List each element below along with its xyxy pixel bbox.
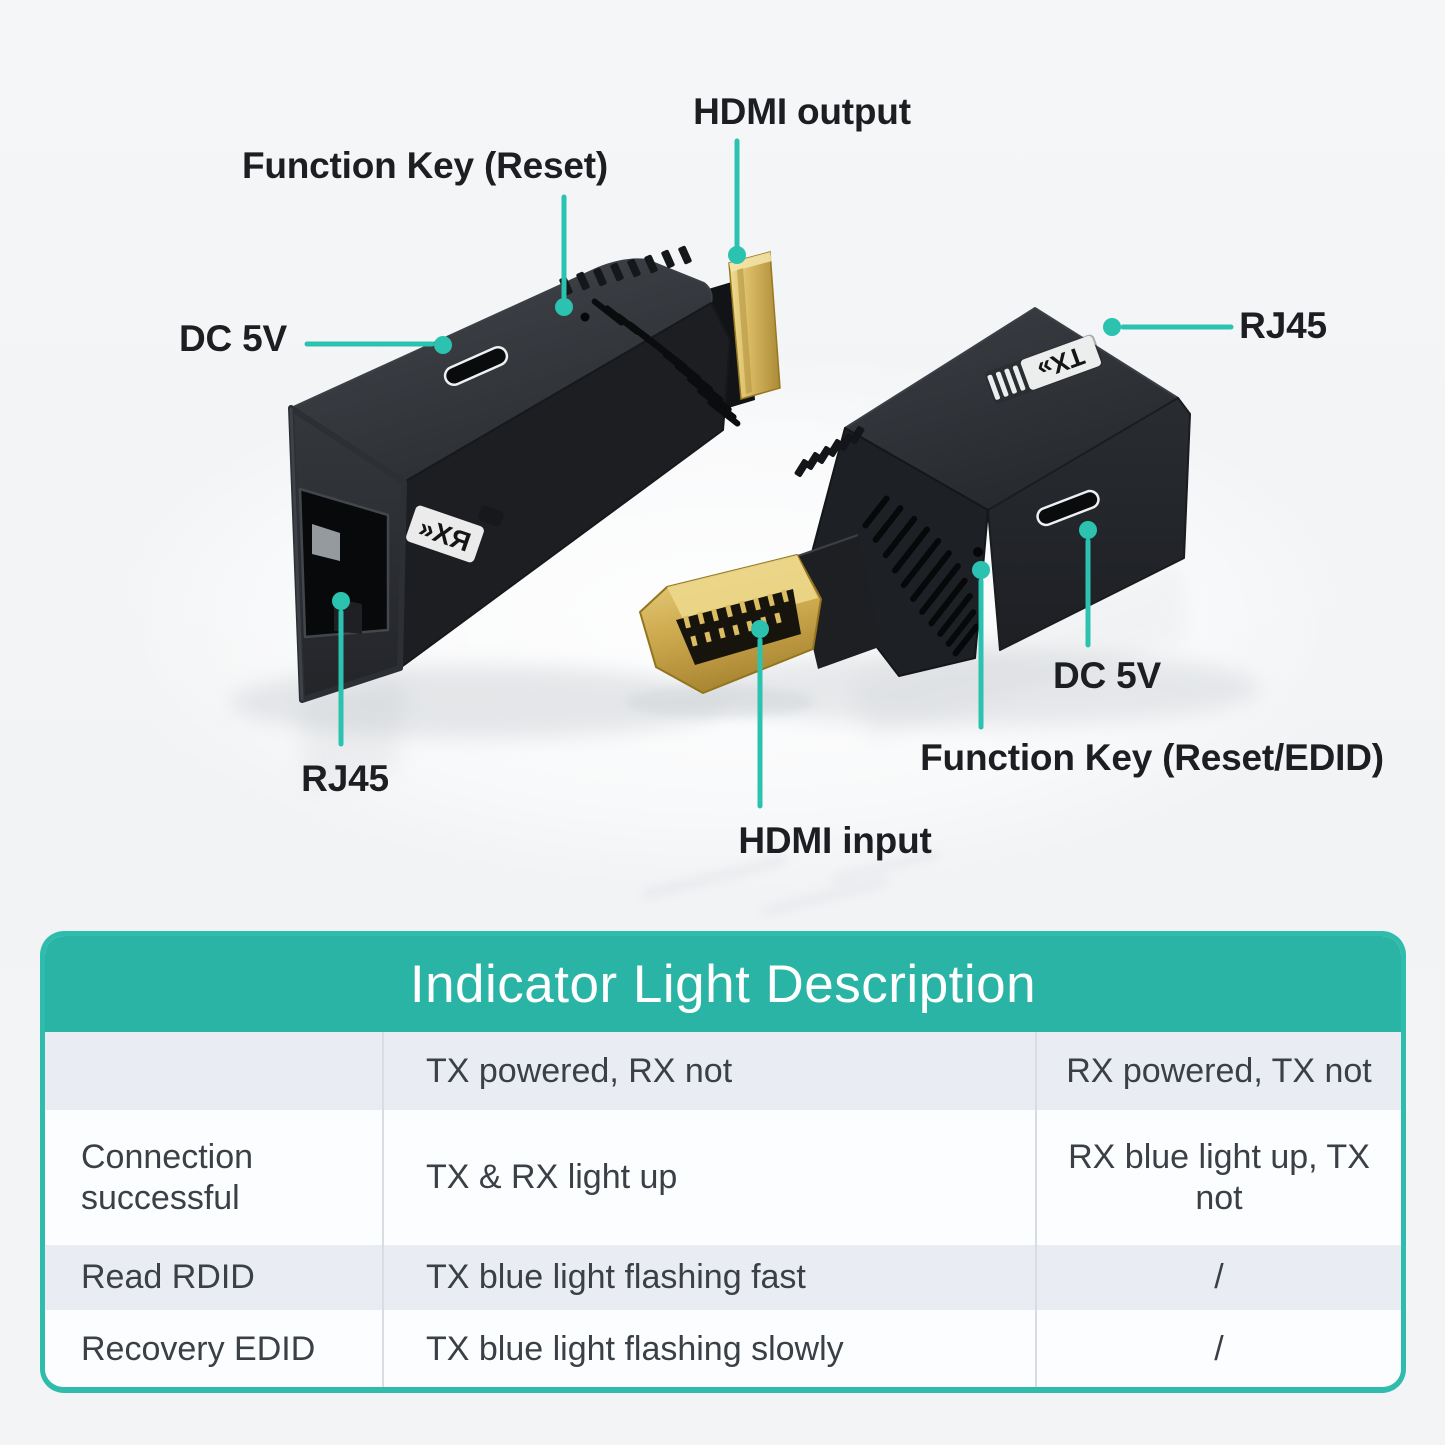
callout-label-hdmi-output: HDMI output [693, 91, 911, 132]
table-cell-row-label: Recovery EDID [81, 1329, 316, 1368]
product-photo: RX« [90, 138, 1370, 916]
table-header: Indicator Light Description [45, 936, 1401, 1032]
table-cell-tx: TX blue light flashing fast [382, 1245, 1035, 1310]
reset-hole-rx [580, 312, 590, 322]
table-title: Indicator Light Description [409, 954, 1037, 1014]
table-cell-tx: TX blue light flashing slowly [382, 1310, 1035, 1387]
callout-label-function-key-reset-edid: Function Key (Reset/EDID) [920, 737, 1384, 778]
usb-c-port-rx [443, 345, 509, 387]
callout-label-rj45-right: RJ45 [1239, 305, 1327, 346]
reset-hole-tx [973, 547, 983, 557]
rj45-port-rx [298, 487, 390, 639]
table-cell-rx: / [1035, 1245, 1401, 1310]
table-cell-rx: RX powered, TX not [1035, 1032, 1401, 1110]
table-cell-row-label [45, 1032, 382, 1110]
table-row: Connection successful TX & RX light up R… [45, 1110, 1401, 1245]
table-cell-tx: TX & RX light up [382, 1110, 1035, 1245]
table-row: Read RDID TX blue light flashing fast / [45, 1245, 1401, 1310]
callout-dot-dc5v-right [1079, 521, 1097, 539]
rx-body-top-face [290, 258, 713, 483]
tx-cooling-fins [862, 495, 980, 657]
usb-c-port-tx [1036, 489, 1100, 527]
callout-label-hdmi-input: HDMI input [738, 820, 932, 861]
tx-hdmi-input-connector [639, 554, 822, 694]
callout-dot-rj45-left [332, 592, 350, 610]
table-row: TX powered, RX not RX powered, TX not [45, 1032, 1401, 1110]
callout-dot-hdmi-output [728, 246, 746, 264]
callout-dot-hdmi-input [751, 620, 769, 638]
table-cell-row-label: Read RDID [81, 1258, 255, 1297]
callout-label-rj45-left: RJ45 [301, 758, 389, 799]
table-cell-rx: RX blue light up, TX not [1035, 1110, 1401, 1245]
callout-dot-rj45-right [1103, 318, 1121, 336]
callout-dot-dc5v-left [434, 336, 452, 354]
indicator-light-table: Indicator Light Description TX powered, … [40, 931, 1406, 1393]
callout-label-dc5v-right: DC 5V [1053, 655, 1161, 696]
table-cell-rx: / [1035, 1310, 1401, 1387]
table-row: Recovery EDID TX blue light flashing slo… [45, 1310, 1401, 1387]
rx-side-icon [478, 505, 504, 527]
callout-lines [304, 138, 1234, 809]
callout-dot-function-key-reset-edid [972, 561, 990, 579]
table-cell-row-label: Connection successful [81, 1137, 254, 1217]
table-cell-tx: TX powered, RX not [382, 1032, 1035, 1110]
tx-cooling-fins-comb [794, 426, 865, 477]
rx-cooling-fins [591, 298, 741, 427]
callout-label-dc5v-left: DC 5V [179, 318, 287, 359]
callout-label-function-key-reset: Function Key (Reset) [241, 145, 609, 186]
callout-dot-function-key-reset [555, 298, 573, 316]
